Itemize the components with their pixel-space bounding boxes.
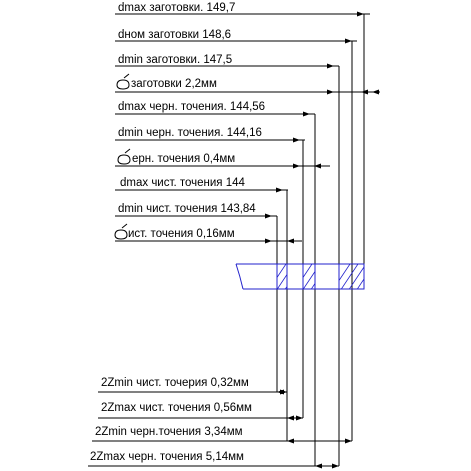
label-delta-blank: заготовки 2,2мм: [131, 78, 217, 90]
label-dmax-finish: dmax чист. точения 144: [120, 177, 246, 189]
delta-symbol-icon: [116, 73, 130, 90]
label-2zmax-rough: 2Zmax черн. точения 5,14мм: [90, 451, 244, 463]
label-2zmin-rough: 2Zmin черн.точения 3,34мм: [95, 426, 243, 438]
extension-lines: [276, 14, 365, 466]
label-2zmax-finish: 2Zmax чист. точения 0,56мм: [101, 402, 252, 414]
label-dnom-blank: dном заготовки 148,6: [118, 29, 231, 41]
label-delta-rough: ерн. точения 0,4мм: [132, 153, 235, 165]
label-dmax-rough: dmax черн. точения. 144,56: [118, 101, 265, 113]
bottom-leader-lines: [88, 391, 352, 467]
top-arrowheads: [265, 11, 379, 244]
delta-symbol-icon: [117, 148, 131, 165]
workpiece-section: [235, 263, 365, 290]
label-dmax-blank: dmax заготовки. 149,7: [118, 2, 235, 14]
delta-symbol-icon: [114, 223, 128, 240]
label-delta-finish: ист. точения 0,16мм: [128, 228, 235, 240]
label-dmin-rough: dmin черн. точения. 144,16: [118, 127, 262, 139]
bottom-arrowheads: [277, 389, 352, 469]
label-dmin-finish: dmin чист. точения 143,84: [118, 203, 256, 215]
label-dmin-blank: dmin заготовки. 147,5: [118, 54, 232, 66]
label-2zmin-finish: 2Zmin чист. точерия 0,32мм: [101, 377, 249, 389]
